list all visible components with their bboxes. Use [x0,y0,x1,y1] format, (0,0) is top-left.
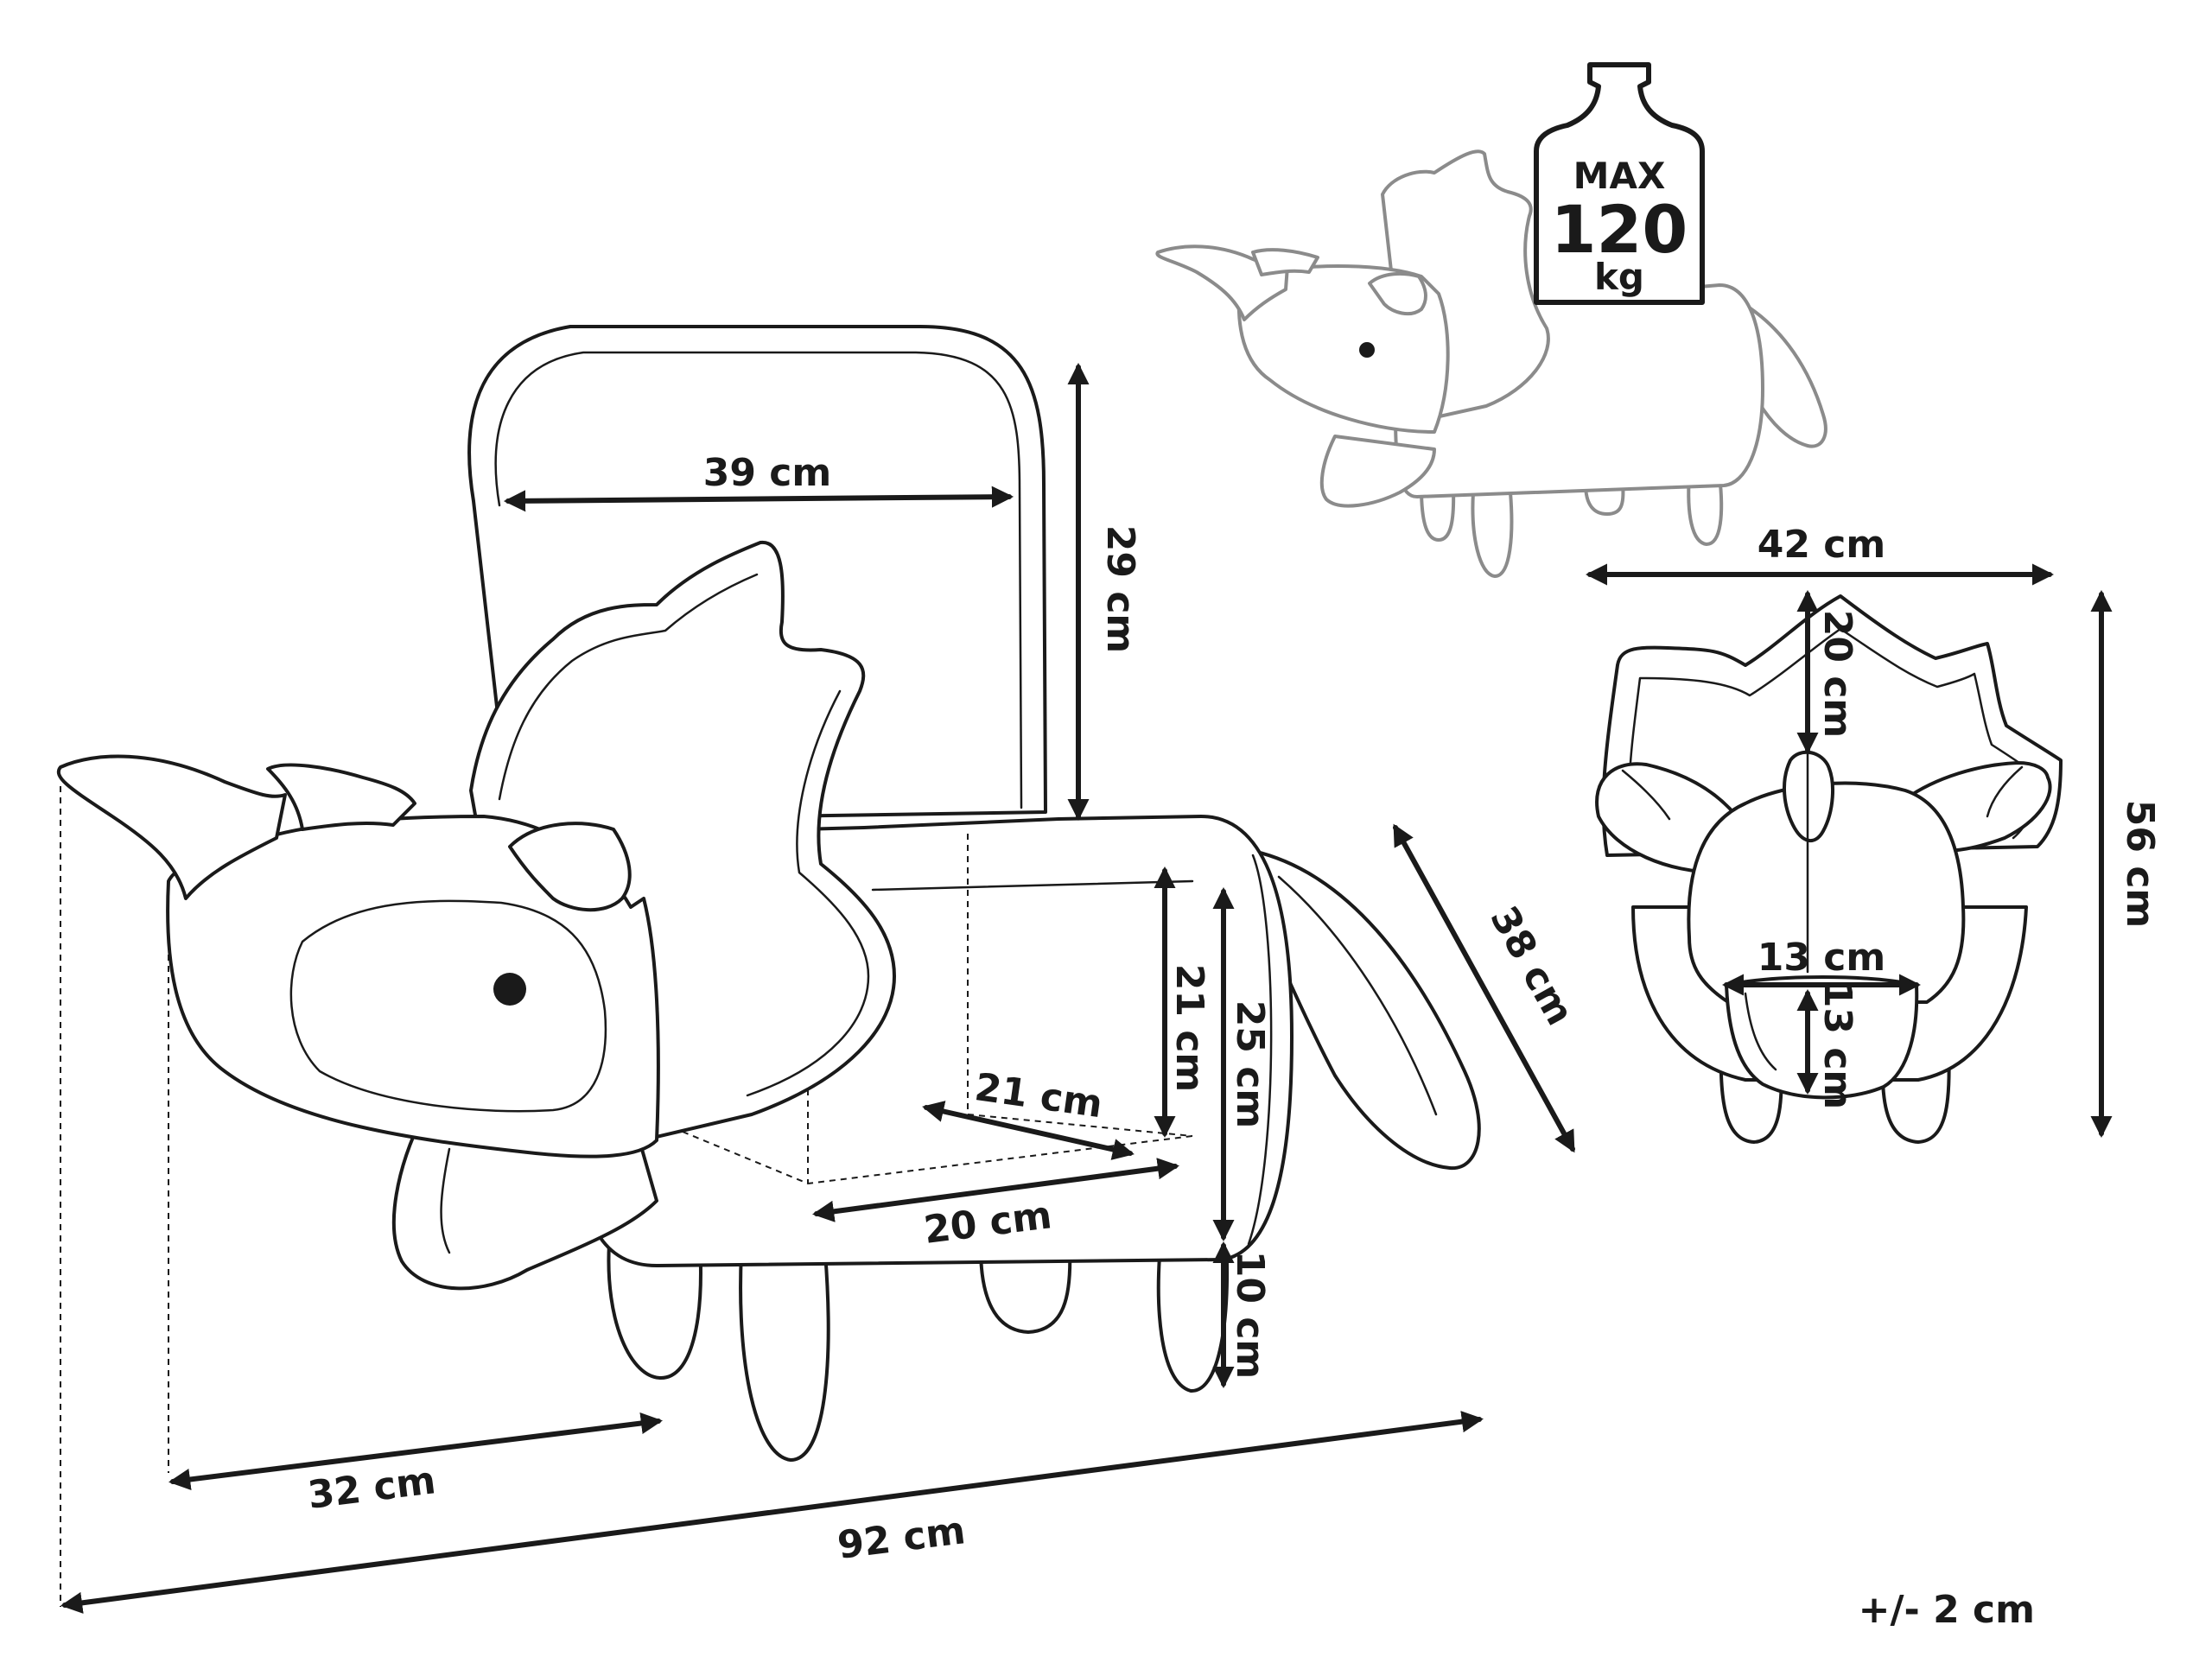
weight-unit: kg [1594,256,1644,298]
dim-label-lid-height: 29 cm [1098,525,1142,653]
dim-arrow-storage-width [812,1158,1179,1222]
brow-horn-left [57,754,287,900]
storage-rim [871,879,1194,892]
dim-label-head-length: 32 cm [305,1458,438,1518]
side-view-eye [1359,342,1375,358]
open-lid [467,325,1047,822]
weight-badge: MAX 120 kg [1534,62,1705,305]
dim-arrow-lid-width [503,486,1014,512]
nose-horn [508,822,632,912]
front-view-dimensions: 42 cm 56 cm 20 cm 13 cm 13 cm [1585,523,2162,1139]
brow-horn-right [266,763,416,831]
dim-arrow-total-length [60,1411,1484,1614]
open-lid-inner [494,351,1023,809]
dim-label-frill-height: 20 cm [1815,610,1859,738]
weight-value: 120 [1551,191,1688,268]
dim-label-lid-width: 39 cm [703,451,831,495]
dim-label-storage-height: 21 cm [1167,964,1211,1092]
face-patch [289,899,607,1113]
tolerance-note: +/- 2 cm [1859,1588,2035,1632]
dim-label-leg-height: 10 cm [1228,1251,1272,1379]
dim-label-total-width: 42 cm [1758,523,1885,567]
weight-max-label: MAX [1573,155,1666,197]
dim-label-snout-height: 13 cm [1815,981,1859,1109]
eye [493,973,526,1006]
dim-arrow-storage-depth [922,1101,1135,1160]
dim-label-snout-width: 13 cm [1758,936,1885,980]
dim-label-total-height: 56 cm [2118,800,2162,928]
dim-label-body-height: 25 cm [1228,1000,1272,1128]
side-view-small [1155,149,1827,578]
dim-arrow-tail-length [1393,823,1575,1153]
weight-icon [1534,62,1705,305]
dim-label-total-length: 92 cm [835,1508,968,1568]
